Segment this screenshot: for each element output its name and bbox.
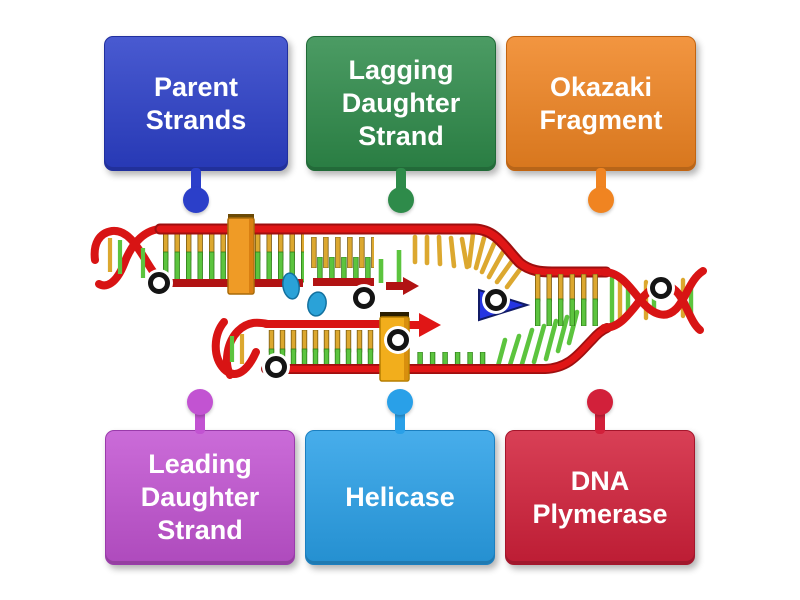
primase-blobs — [282, 272, 327, 317]
pin-stem — [595, 400, 605, 434]
target-leading-strand-left[interactable] — [265, 356, 287, 378]
target-helicase-block[interactable] — [387, 329, 409, 351]
pin-dot — [388, 187, 414, 213]
primer-arrow — [403, 277, 419, 295]
label-card-okazaki-fragment[interactable]: Okazaki Fragment — [506, 36, 696, 226]
enzyme-block-top — [227, 214, 255, 295]
label-card-helicase[interactable]: Helicase — [305, 375, 495, 565]
target-polymerase-triangle[interactable] — [485, 289, 507, 311]
label-text: Okazaki Fragment — [539, 71, 663, 135]
target-parent-strand-left[interactable] — [148, 272, 170, 294]
pin-stem — [596, 168, 606, 192]
label-card-dna-polymerase[interactable]: DNA Plymerase — [505, 375, 695, 565]
label-card-lagging-daughter-strand[interactable]: Lagging Daughter Strand — [306, 36, 496, 226]
label-text: Helicase — [345, 482, 455, 513]
pin-dot — [387, 389, 413, 415]
right-parent-helix — [532, 267, 707, 334]
label-card-leading-daughter-strand[interactable]: Leading Daughter Strand — [105, 375, 295, 565]
pin-dot — [187, 389, 213, 415]
label-text: Leading Daughter Strand — [140, 449, 260, 545]
label-text: DNA Plymerase — [532, 465, 668, 529]
pin-dot — [183, 187, 209, 213]
pin-stem — [396, 168, 406, 192]
pin-stem — [195, 400, 205, 434]
pin-dot — [588, 187, 614, 213]
label-text: Lagging Daughter Strand — [341, 55, 461, 151]
label-text: Parent Strands — [145, 71, 247, 135]
direction-arrow — [419, 313, 441, 337]
label-card-parent-strands[interactable]: Parent Strands — [104, 36, 288, 226]
target-lagging-fragment-gap[interactable] — [353, 287, 375, 309]
top-parent-strand — [90, 223, 612, 295]
target-right-helix[interactable] — [650, 277, 672, 299]
pin-stem — [395, 400, 405, 434]
pin-dot — [587, 389, 613, 415]
pin-stem — [191, 168, 201, 192]
